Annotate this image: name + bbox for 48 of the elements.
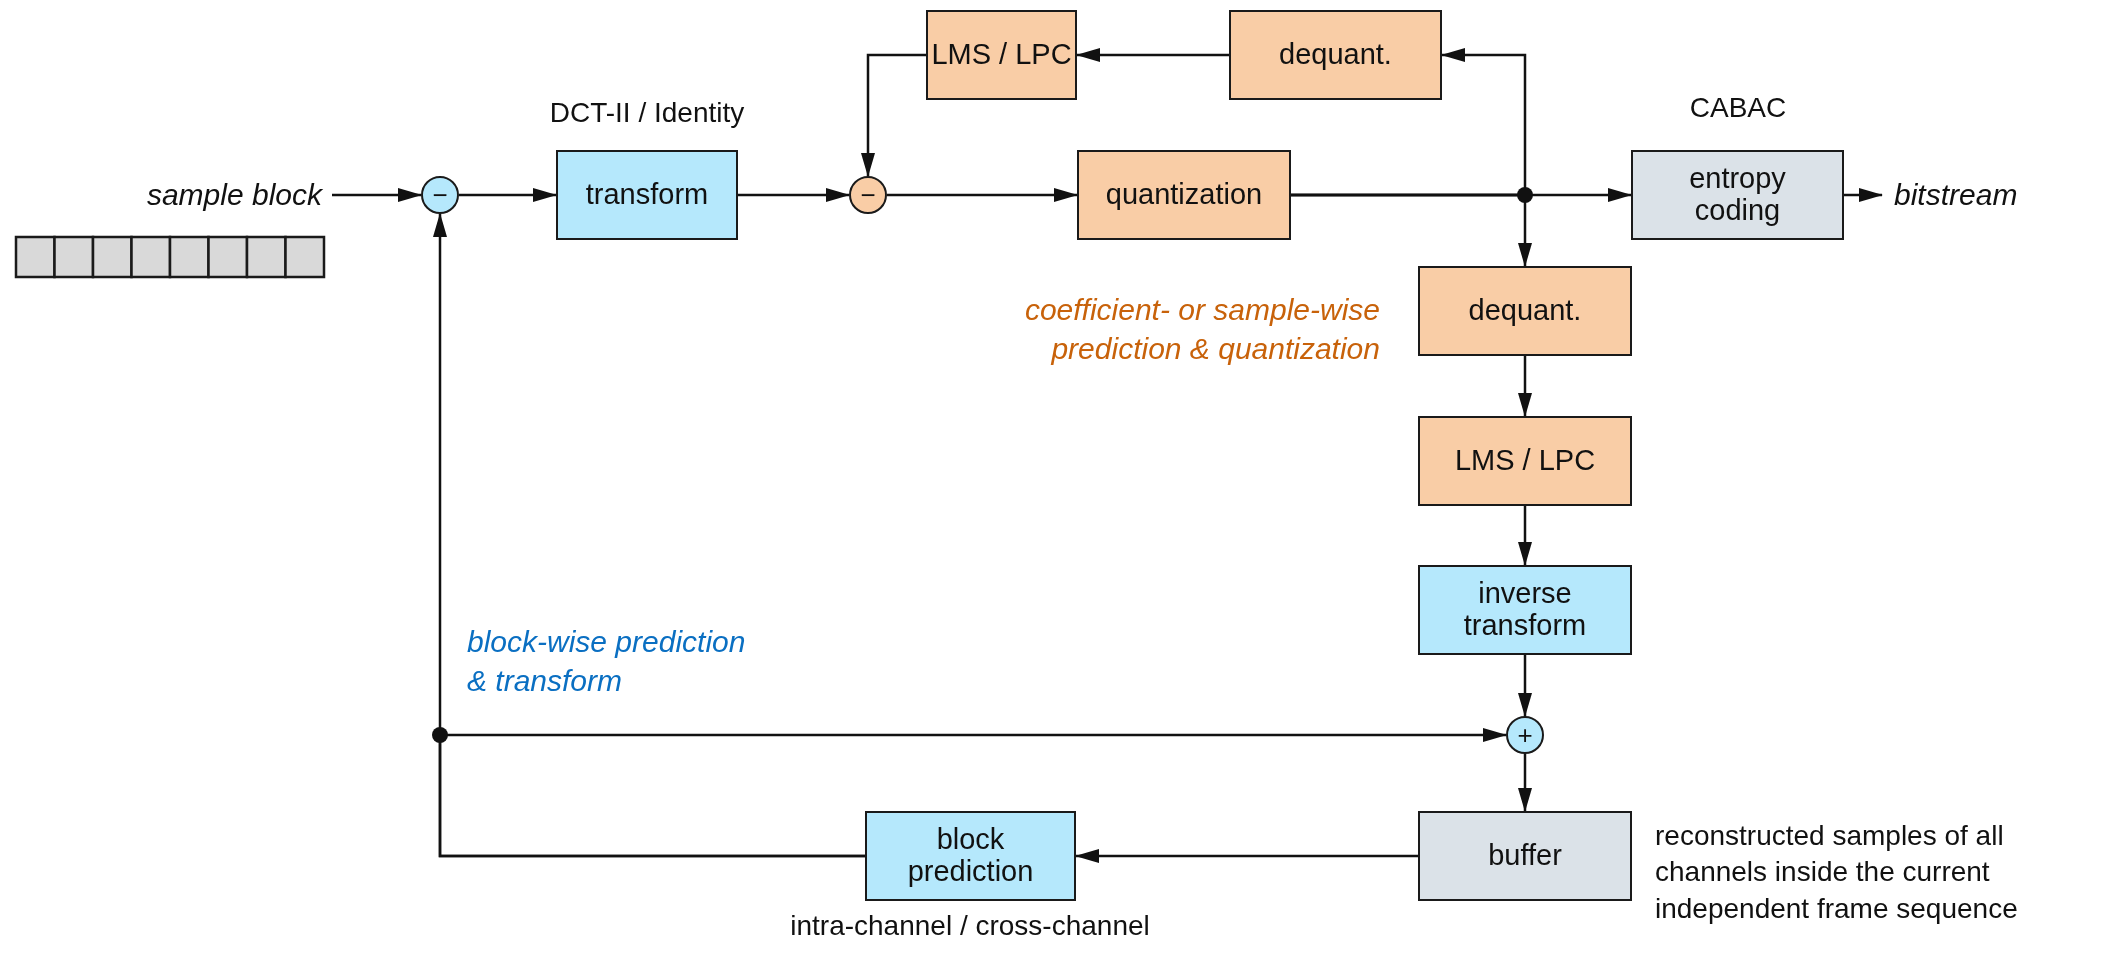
process-box (926, 10, 1077, 100)
box-label: dequant. (1467, 295, 1583, 327)
box-label: dequant. (1278, 39, 1393, 71)
arrow (332, 188, 422, 202)
arrow (1518, 754, 1532, 812)
box-label: entropy coding (1688, 163, 1787, 227)
process-box (1418, 565, 1632, 655)
arrow (1075, 849, 1418, 863)
box-label: quantization (1104, 179, 1264, 211)
box-label: inverse transform (1462, 578, 1588, 642)
arrow (1518, 506, 1532, 566)
operator-sign: − (859, 180, 877, 210)
arrow (1291, 193, 1532, 267)
node-label: reconstructed samples of all channels inside the current independent frame sequence (1655, 819, 2019, 926)
process-box (1418, 811, 1632, 901)
process-box (1418, 266, 1632, 356)
process-box (1418, 416, 1632, 506)
node-label: DCT-II / Identity (548, 96, 746, 130)
arrow (887, 188, 1078, 202)
box-label: LMS / LPC (1453, 445, 1597, 477)
arrow (1844, 188, 1883, 202)
process-box (865, 811, 1076, 901)
arrow (459, 188, 557, 202)
subtract-node (849, 176, 887, 214)
arrow (1076, 48, 1229, 62)
sum-node (1506, 716, 1544, 754)
arrow (861, 53, 926, 177)
process-box (1229, 10, 1442, 100)
box-label: block prediction (906, 824, 1035, 888)
process-box (1631, 150, 1844, 240)
subtract-node (421, 176, 459, 214)
arrow (438, 728, 1507, 858)
node-label: CABAC (1688, 91, 1788, 125)
arrow (1518, 356, 1532, 417)
node-label: intra-channel / cross-channel (789, 909, 1151, 943)
box-label: buffer (1487, 840, 1563, 872)
box-label: transform (584, 179, 710, 211)
input-label: sample block (100, 175, 322, 215)
operator-sign: − (431, 180, 449, 210)
output-label: bitstream (1894, 175, 2094, 215)
process-box (556, 150, 738, 240)
annotation: block-wise prediction & transform (467, 624, 747, 699)
arrow (738, 188, 850, 202)
box-label: LMS / LPC (930, 39, 1073, 71)
arrow (1518, 655, 1532, 717)
process-box (1077, 150, 1291, 240)
operator-sign: + (1516, 720, 1534, 750)
annotation: coefficient- or sample-wise prediction & quantization (1023, 292, 1380, 367)
